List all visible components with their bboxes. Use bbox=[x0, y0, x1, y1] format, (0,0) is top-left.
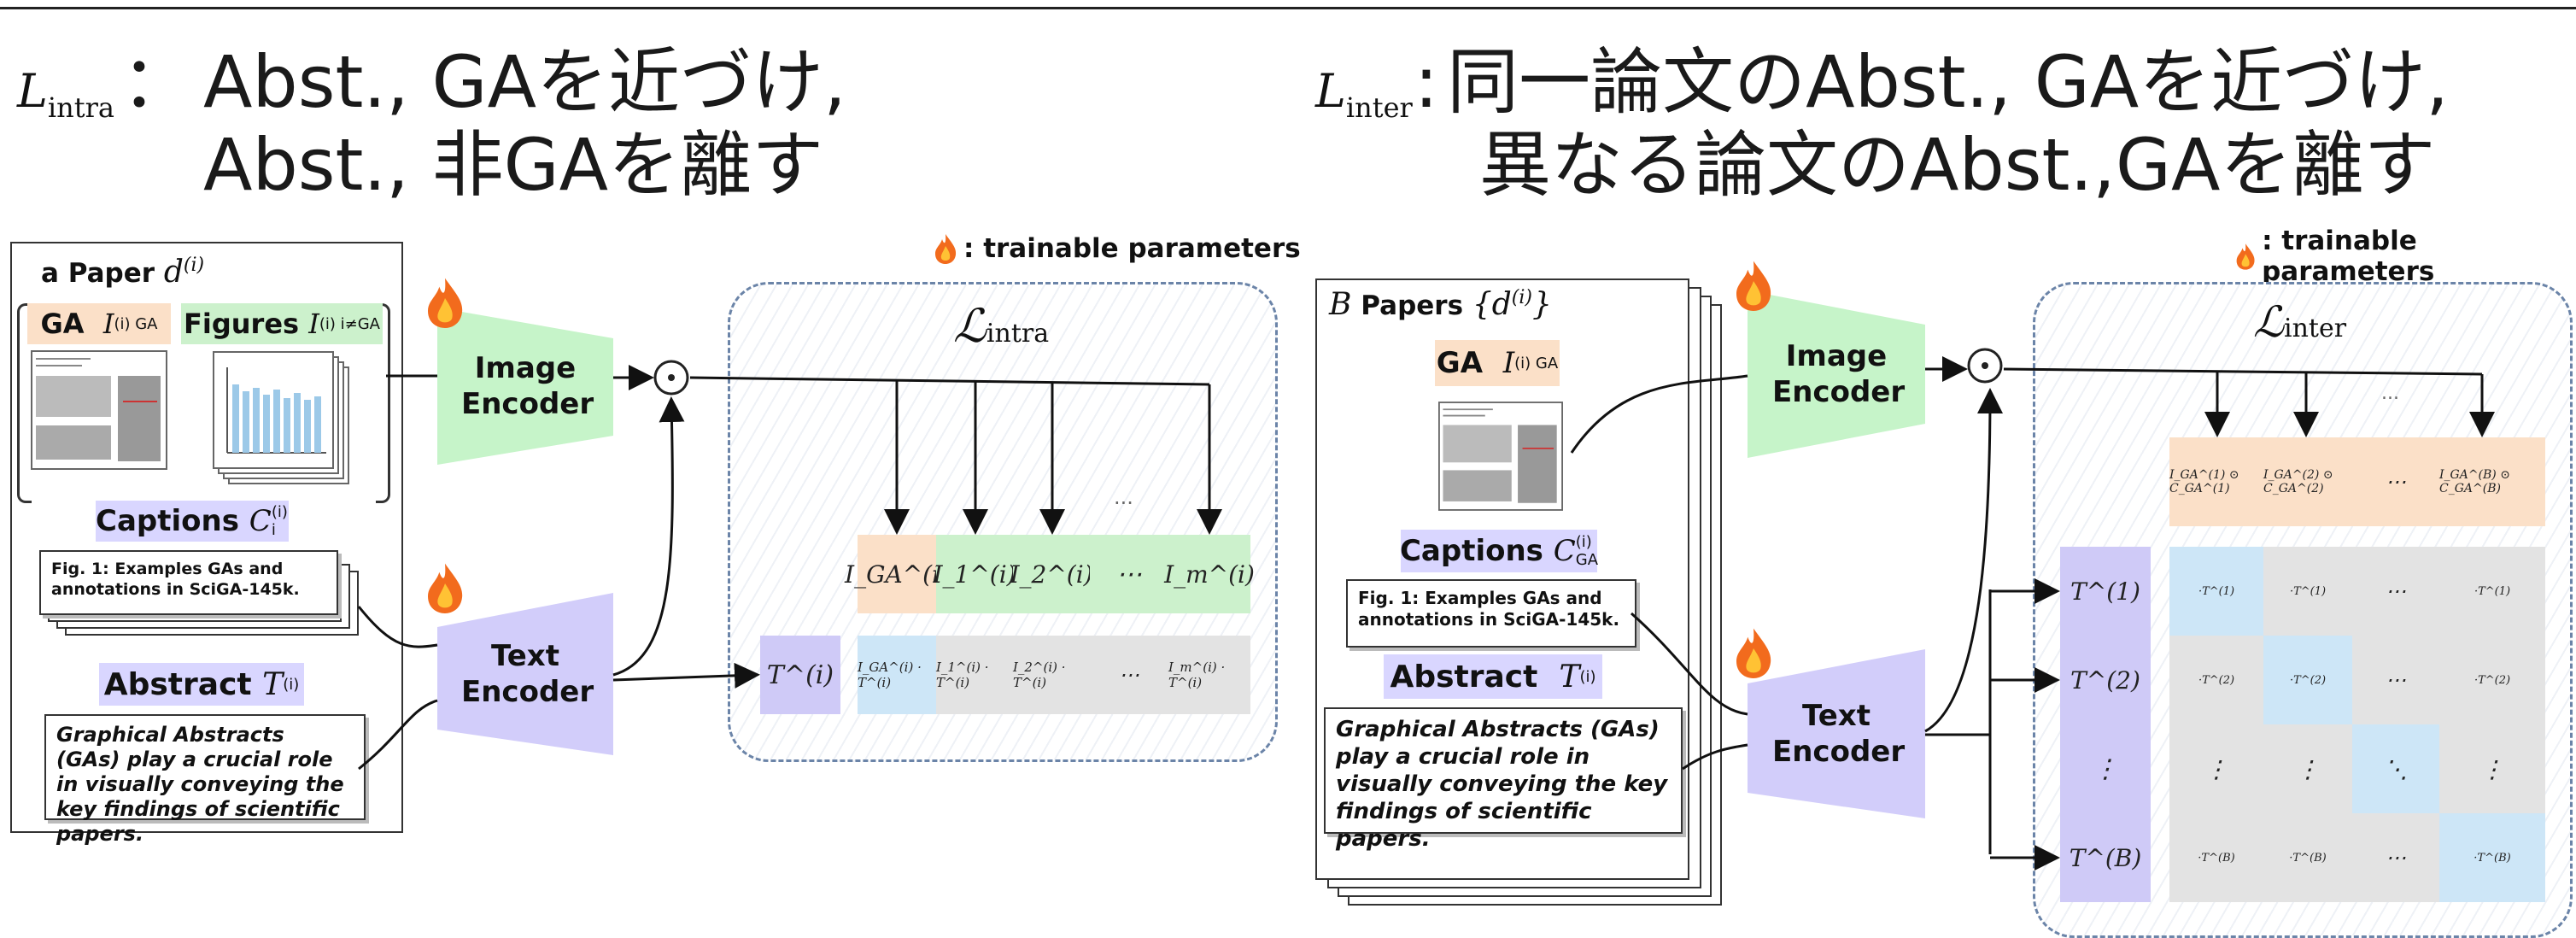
flame-icon bbox=[935, 234, 957, 264]
left-figures-stack bbox=[213, 351, 349, 484]
hadamard-product-icon bbox=[653, 360, 689, 396]
left-bracket bbox=[17, 303, 32, 503]
hadamard-product-icon bbox=[1967, 348, 2003, 384]
right-title-line1: 同一論文のAbst., GAを近づけ, bbox=[1447, 40, 2449, 124]
trainable-label: : trainable parameters bbox=[2262, 226, 2435, 287]
top-rule bbox=[0, 7, 2576, 9]
right-ga-label: GA I(i) GA bbox=[1435, 340, 1560, 386]
left-caption-note: Fig. 1: Examples GAs and annotations in … bbox=[39, 550, 338, 615]
left-abstract-label: Abstract T(i) bbox=[99, 663, 304, 706]
flame-icon bbox=[2236, 243, 2255, 270]
right-bracket bbox=[376, 303, 390, 503]
right-matrix-cell-3-1: ⋮ bbox=[2169, 724, 2263, 813]
left-ga-thumbnail bbox=[31, 350, 167, 470]
trainable-label: : trainable parameters bbox=[963, 233, 1301, 264]
right-row-header-ellipsis: ⋮ bbox=[2060, 724, 2151, 813]
left-product-cell-2: I_2^(i) · T^(i) bbox=[1013, 636, 1090, 714]
right-matrix-cell-4-4: ·T^(B) bbox=[2439, 813, 2545, 902]
right-abstract-label: Abstract T(i) bbox=[1384, 654, 1602, 699]
left-loss-area-label: ℒintra bbox=[953, 299, 1050, 353]
right-column-header-b: I_GA^(B) ⊙ C_GA^(B) bbox=[2439, 437, 2545, 526]
flame-icon bbox=[428, 563, 463, 613]
left-title: Lintra ： Abst., GAを近づけ, Abst., 非GAを離す bbox=[17, 41, 846, 206]
left-image-cell-ellipsis: ⋯ bbox=[1090, 535, 1168, 613]
right-title: Linter : 同一論文のAbst., GAを近づけ, 異なる論文のAbst.… bbox=[1315, 41, 2449, 206]
right-captions-label: Captions C(i) GA bbox=[1400, 530, 1598, 572]
left-image-cell-2: I_2^(i) bbox=[1010, 535, 1093, 613]
left-figures-label: Figures I(i) i≠GA bbox=[181, 303, 383, 344]
left-text-cell: T^(i) bbox=[760, 636, 840, 714]
left-product-cell-ellipsis: ⋯ bbox=[1090, 636, 1168, 714]
left-dots: ... bbox=[1114, 485, 1133, 509]
flame-icon bbox=[428, 278, 463, 328]
right-matrix-cell-2-1: ·T^(2) bbox=[2169, 636, 2263, 724]
right-connectors bbox=[1570, 356, 2495, 871]
right-matrix-cell-4-1: ·T^(B) bbox=[2169, 813, 2263, 902]
right-matrix-cell-1-3: ⋯ bbox=[2352, 547, 2439, 636]
right-column-header-1: I_GA^(1) ⊙ C_GA^(1) bbox=[2169, 437, 2263, 526]
right-text-encoder[interactable]: Text Encoder bbox=[1748, 649, 1925, 818]
left-loss-symbol: Lintra bbox=[17, 64, 114, 124]
right-papers-title: B Papers {d(i)} bbox=[1329, 287, 1552, 322]
right-trainable-legend: : trainable parameters bbox=[2234, 226, 2576, 287]
right-matrix-cell-2-3: ⋯ bbox=[2352, 636, 2439, 724]
left-text-encoder[interactable]: Text Encoder bbox=[437, 593, 613, 755]
left-image-cell-m: I_m^(i) bbox=[1164, 535, 1255, 613]
right-matrix-cell-1-4: ·T^(1) bbox=[2439, 547, 2545, 636]
right-column-header-2: I_GA^(2) ⊙ C_GA^(2) bbox=[2263, 437, 2352, 526]
right-matrix-cell-1-1: ·T^(1) bbox=[2169, 547, 2263, 636]
left-image-cell-ga: I_GA^(i) bbox=[845, 535, 949, 613]
right-row-header-b: T^(B) bbox=[2060, 813, 2151, 902]
right-matrix-cell-3-3: ⋱ bbox=[2352, 724, 2439, 813]
right-row-header-2: T^(2) bbox=[2060, 636, 2151, 724]
right-loss-symbol: Linter bbox=[1315, 64, 1413, 124]
left-connectors bbox=[357, 365, 1222, 771]
right-matrix-cell-2-4: ·T^(2) bbox=[2439, 636, 2545, 724]
right-matrix-cell-4-3: ⋯ bbox=[2352, 813, 2439, 902]
right-ga-thumbnail bbox=[1438, 402, 1563, 511]
right-title-line2: 異なる論文のAbst.,GAを離す bbox=[1479, 122, 2436, 207]
flame-icon bbox=[1736, 261, 1771, 311]
left-colon: ： bbox=[120, 40, 193, 124]
flame-icon bbox=[1736, 628, 1771, 678]
right-matrix-cell-2-2: ·T^(2) bbox=[2263, 636, 2352, 724]
left-paper-title: a Paper d(i) bbox=[41, 255, 205, 290]
right-colon: : bbox=[1414, 40, 1439, 124]
right-matrix-cell-1-2: ·T^(1) bbox=[2263, 547, 2352, 636]
right-abstract-note: Graphical Abstracts (GAs) play a crucial… bbox=[1324, 707, 1683, 852]
left-abstract-note: Graphical Abstracts (GAs) play a crucial… bbox=[44, 714, 366, 846]
left-title-line2: Abst., 非GAを離す bbox=[203, 122, 824, 207]
left-trainable-legend: : trainable parameters bbox=[933, 232, 1301, 265]
right-caption-note: Fig. 1: Examples GAs and annotations in … bbox=[1346, 579, 1636, 648]
left-title-line1: Abst., GAを近づけ, bbox=[202, 40, 846, 124]
left-product-cell-1: I_1^(i) · T^(i) bbox=[936, 636, 1013, 714]
left-product-cell-m: I_m^(i) · T^(i) bbox=[1168, 636, 1250, 714]
right-row-header-1: T^(1) bbox=[2060, 547, 2151, 636]
right-matrix-cell-4-2: ·T^(B) bbox=[2263, 813, 2352, 902]
right-loss-area-label: ℒinter bbox=[2253, 297, 2347, 347]
left-ga-label: GA I(i) GA bbox=[27, 303, 171, 344]
left-image-encoder[interactable]: Image Encoder bbox=[437, 308, 613, 465]
left-captions-label: Captions C(i) i bbox=[96, 501, 289, 542]
right-image-encoder[interactable]: Image Encoder bbox=[1748, 290, 1925, 458]
right-dots: ... bbox=[2381, 383, 2399, 404]
left-image-cell-1: I_1^(i) bbox=[933, 535, 1016, 613]
right-matrix-cell-3-2: ⋮ bbox=[2263, 724, 2352, 813]
left-product-cell-ga: I_GA^(i) · T^(i) bbox=[858, 636, 936, 714]
right-column-header-ellipsis: ⋯ bbox=[2352, 437, 2439, 526]
right-matrix-cell-3-4: ⋮ bbox=[2439, 724, 2545, 813]
